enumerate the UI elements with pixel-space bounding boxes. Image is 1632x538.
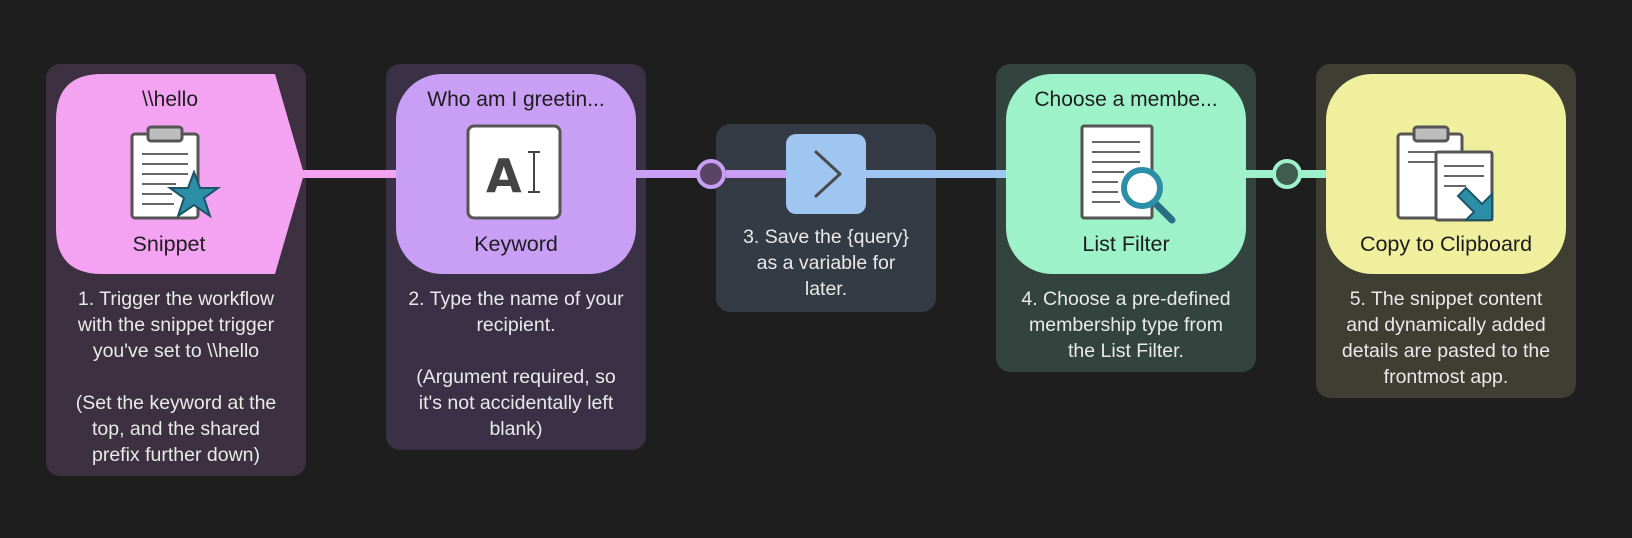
snippet-node[interactable]: \\hello Snippet	[56, 74, 306, 274]
connector-dot-green[interactable]	[1272, 159, 1302, 189]
copy-clipboard-node-label: Copy to Clipboard	[1359, 232, 1533, 256]
connector-snippet-keyword[interactable]	[300, 170, 400, 178]
keyword-node-label: Keyword	[474, 232, 558, 256]
clipboard-star-icon	[124, 124, 224, 224]
clipboard-copy-icon	[1396, 124, 1496, 224]
keyword-node-title: Who am I greetin...	[427, 88, 605, 111]
snippet-node-title: \\hello	[141, 88, 199, 111]
copy-clipboard-node[interactable]: Copy to Clipboard	[1326, 74, 1566, 274]
chevron-right-icon	[814, 150, 842, 198]
note-text-1: 1. Trigger the workflow with the snippet…	[75, 288, 277, 466]
connector-dot-purple[interactable]	[696, 159, 726, 189]
text-cursor-icon: A	[466, 124, 566, 224]
list-filter-node[interactable]: Choose a membe... List Filter	[1006, 74, 1246, 274]
list-filter-node-title: Choose a membe...	[1034, 88, 1218, 111]
arg-vars-node[interactable]	[786, 134, 866, 214]
connector-keyword-argvar-b[interactable]	[726, 170, 788, 178]
connector-listfilter-clipboard-b[interactable]	[1300, 170, 1340, 178]
snippet-node-label: Snippet	[132, 232, 206, 256]
connector-argvar-listfilter[interactable]	[864, 170, 1010, 178]
list-filter-node-label: List Filter	[1082, 232, 1170, 256]
note-text-4: 4. Choose a pre-defined membership type …	[1021, 288, 1231, 362]
connector-listfilter-clipboard-a[interactable]	[1240, 170, 1274, 178]
document-magnifier-icon	[1076, 124, 1176, 224]
note-text-2: 2. Type the name of your recipient. (Arg…	[408, 288, 624, 440]
connector-keyword-argvar-a[interactable]	[630, 170, 710, 178]
svg-text:A: A	[486, 149, 522, 203]
note-text-5: 5. The snippet content and dynamically a…	[1341, 288, 1551, 388]
note-text-3: 3. Save the {query} as a variable for la…	[743, 226, 909, 300]
keyword-node[interactable]: Who am I greetin... A Keyword	[396, 74, 636, 274]
